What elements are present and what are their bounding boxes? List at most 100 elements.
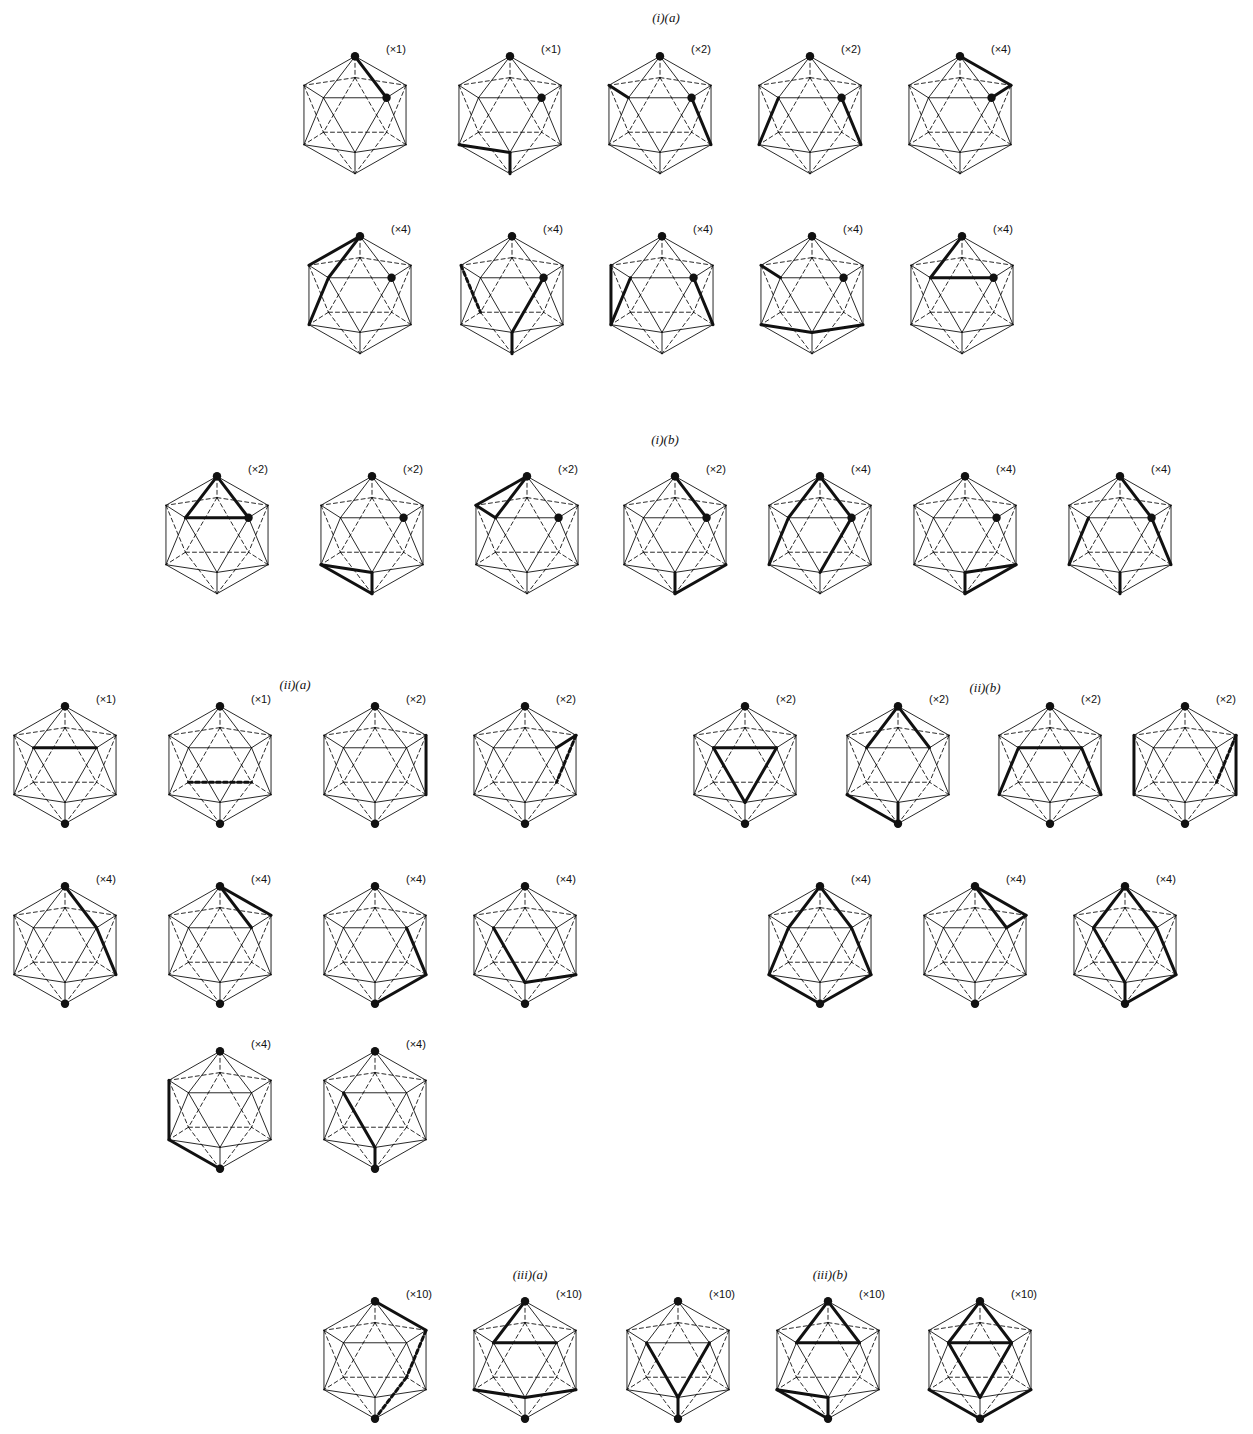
polyhedron-edge (710, 1343, 729, 1390)
polyhedron-edge (525, 1343, 557, 1398)
vertex-dot (387, 274, 395, 282)
polyhedron-edge (609, 85, 628, 132)
polyhedron-edge (1007, 928, 1026, 975)
polyhedron-edge (866, 748, 898, 803)
polyhedron-edge (929, 1343, 948, 1390)
polyhedron-edge (474, 975, 525, 1004)
polyhedron-edge (168, 735, 169, 794)
polyhedron-edge (321, 505, 340, 517)
polyhedron-edge (324, 975, 375, 983)
polyhedron-edge (323, 78, 355, 133)
polyhedron-edge (321, 505, 340, 552)
polyhedron-edge (324, 975, 375, 1004)
polyhedron-edge (866, 782, 929, 783)
polyhedron-edge (324, 1390, 375, 1398)
multiplicity-label: (×4) (1150, 463, 1172, 475)
polyhedron-edge (493, 927, 556, 928)
polyhedron-edge (788, 552, 851, 553)
polyhedron-edge (777, 1390, 828, 1419)
polyhedron-edge (1074, 915, 1093, 962)
polyhedron-edge (323, 98, 355, 153)
polyhedron-edge (1235, 735, 1238, 794)
polyhedron-edge (375, 1301, 407, 1342)
polyhedron-edge (252, 1080, 271, 1092)
polyhedron-edge (343, 728, 375, 783)
polyhedron-edge (355, 78, 387, 133)
vertex-dot (992, 514, 1000, 522)
vertex-dot (989, 274, 997, 282)
polyhedron-edge (355, 132, 387, 173)
polyhedron-edge (355, 56, 387, 97)
polyhedron-edge (965, 518, 997, 573)
polyhedron-edge (1120, 552, 1152, 593)
polyhedron-edge (694, 278, 713, 325)
icosahedron (324, 702, 426, 828)
polyhedron-edge (392, 265, 411, 312)
polyhedron-edge (14, 795, 65, 824)
polyhedron-edge (512, 325, 563, 354)
polyhedron-edge (759, 56, 810, 85)
polyhedron-edge (776, 1330, 777, 1389)
polyhedron-edge (924, 915, 943, 962)
polyhedron-edge (557, 915, 576, 962)
multiplicity-label: (×1) (95, 693, 117, 705)
polyhedron-edge (1018, 782, 1050, 823)
polyhedron-edge (169, 1080, 188, 1127)
polyhedron-edge (65, 908, 97, 963)
polyhedron-edge (321, 476, 372, 505)
polyhedron-edge (343, 782, 375, 823)
polyhedron-edge (759, 85, 778, 132)
polyhedron-edge (694, 265, 713, 312)
polyhedron-edge (999, 795, 1050, 824)
polyhedron-edge (980, 1301, 1031, 1330)
icosahedron (769, 472, 871, 594)
polyhedron-edge (871, 915, 872, 974)
vertex-dot (61, 882, 69, 890)
polyhedron-edge (97, 915, 116, 927)
polyhedron-edge (852, 915, 871, 962)
polyhedron-edge (1011, 85, 1012, 144)
vertex-dot (1046, 702, 1054, 710)
polyhedron-edge (188, 747, 251, 748)
polyhedron-edge (1153, 782, 1185, 823)
polyhedron-edge (360, 332, 361, 353)
polyhedron-edge (788, 552, 820, 593)
polyhedron-edge (1132, 735, 1135, 794)
polyhedron-edge (1012, 1330, 1031, 1377)
vertex-dot (371, 999, 379, 1007)
polyhedron-edge (459, 98, 478, 145)
polyhedron-edge (777, 1390, 828, 1398)
multiplicity-label: (×4) (842, 223, 864, 235)
polyhedron-edge (478, 98, 510, 153)
polyhedron-edge (948, 1341, 1011, 1344)
polyhedron-edge (474, 706, 525, 735)
vertex-dot (61, 702, 69, 710)
polyhedron-edge (796, 1377, 859, 1378)
polyhedron-edge (675, 476, 726, 505)
polyhedron-edge (407, 915, 426, 927)
polyhedron-edge (1120, 518, 1152, 573)
polyhedron-edge (810, 132, 842, 173)
polyhedron-edge (355, 98, 387, 153)
polyhedron-edge (557, 928, 576, 975)
polyhedron-edge (343, 886, 375, 927)
polyhedron-edge (188, 782, 220, 823)
polyhedron-edge (975, 928, 1007, 983)
vertex-dot (539, 274, 547, 282)
polyhedron-edge (323, 1080, 324, 1139)
polyhedron-edge (820, 476, 871, 505)
polyhedron-edge (493, 782, 556, 783)
polyhedron-edge (962, 258, 994, 313)
polyhedron-edge (707, 518, 726, 565)
polyhedron-edge (820, 962, 852, 1003)
polyhedron-edge (769, 975, 820, 983)
polyhedron-edge (252, 915, 271, 927)
polyhedron-edge (169, 795, 220, 803)
polyhedron-edge (1157, 915, 1176, 962)
polyhedron-edge (675, 552, 707, 593)
polyhedron-edge (97, 735, 116, 747)
polyhedron-edge (185, 476, 217, 517)
vertex-dot (976, 1414, 984, 1422)
polyhedron-edge (630, 277, 693, 278)
polyhedron-edge (643, 498, 675, 553)
